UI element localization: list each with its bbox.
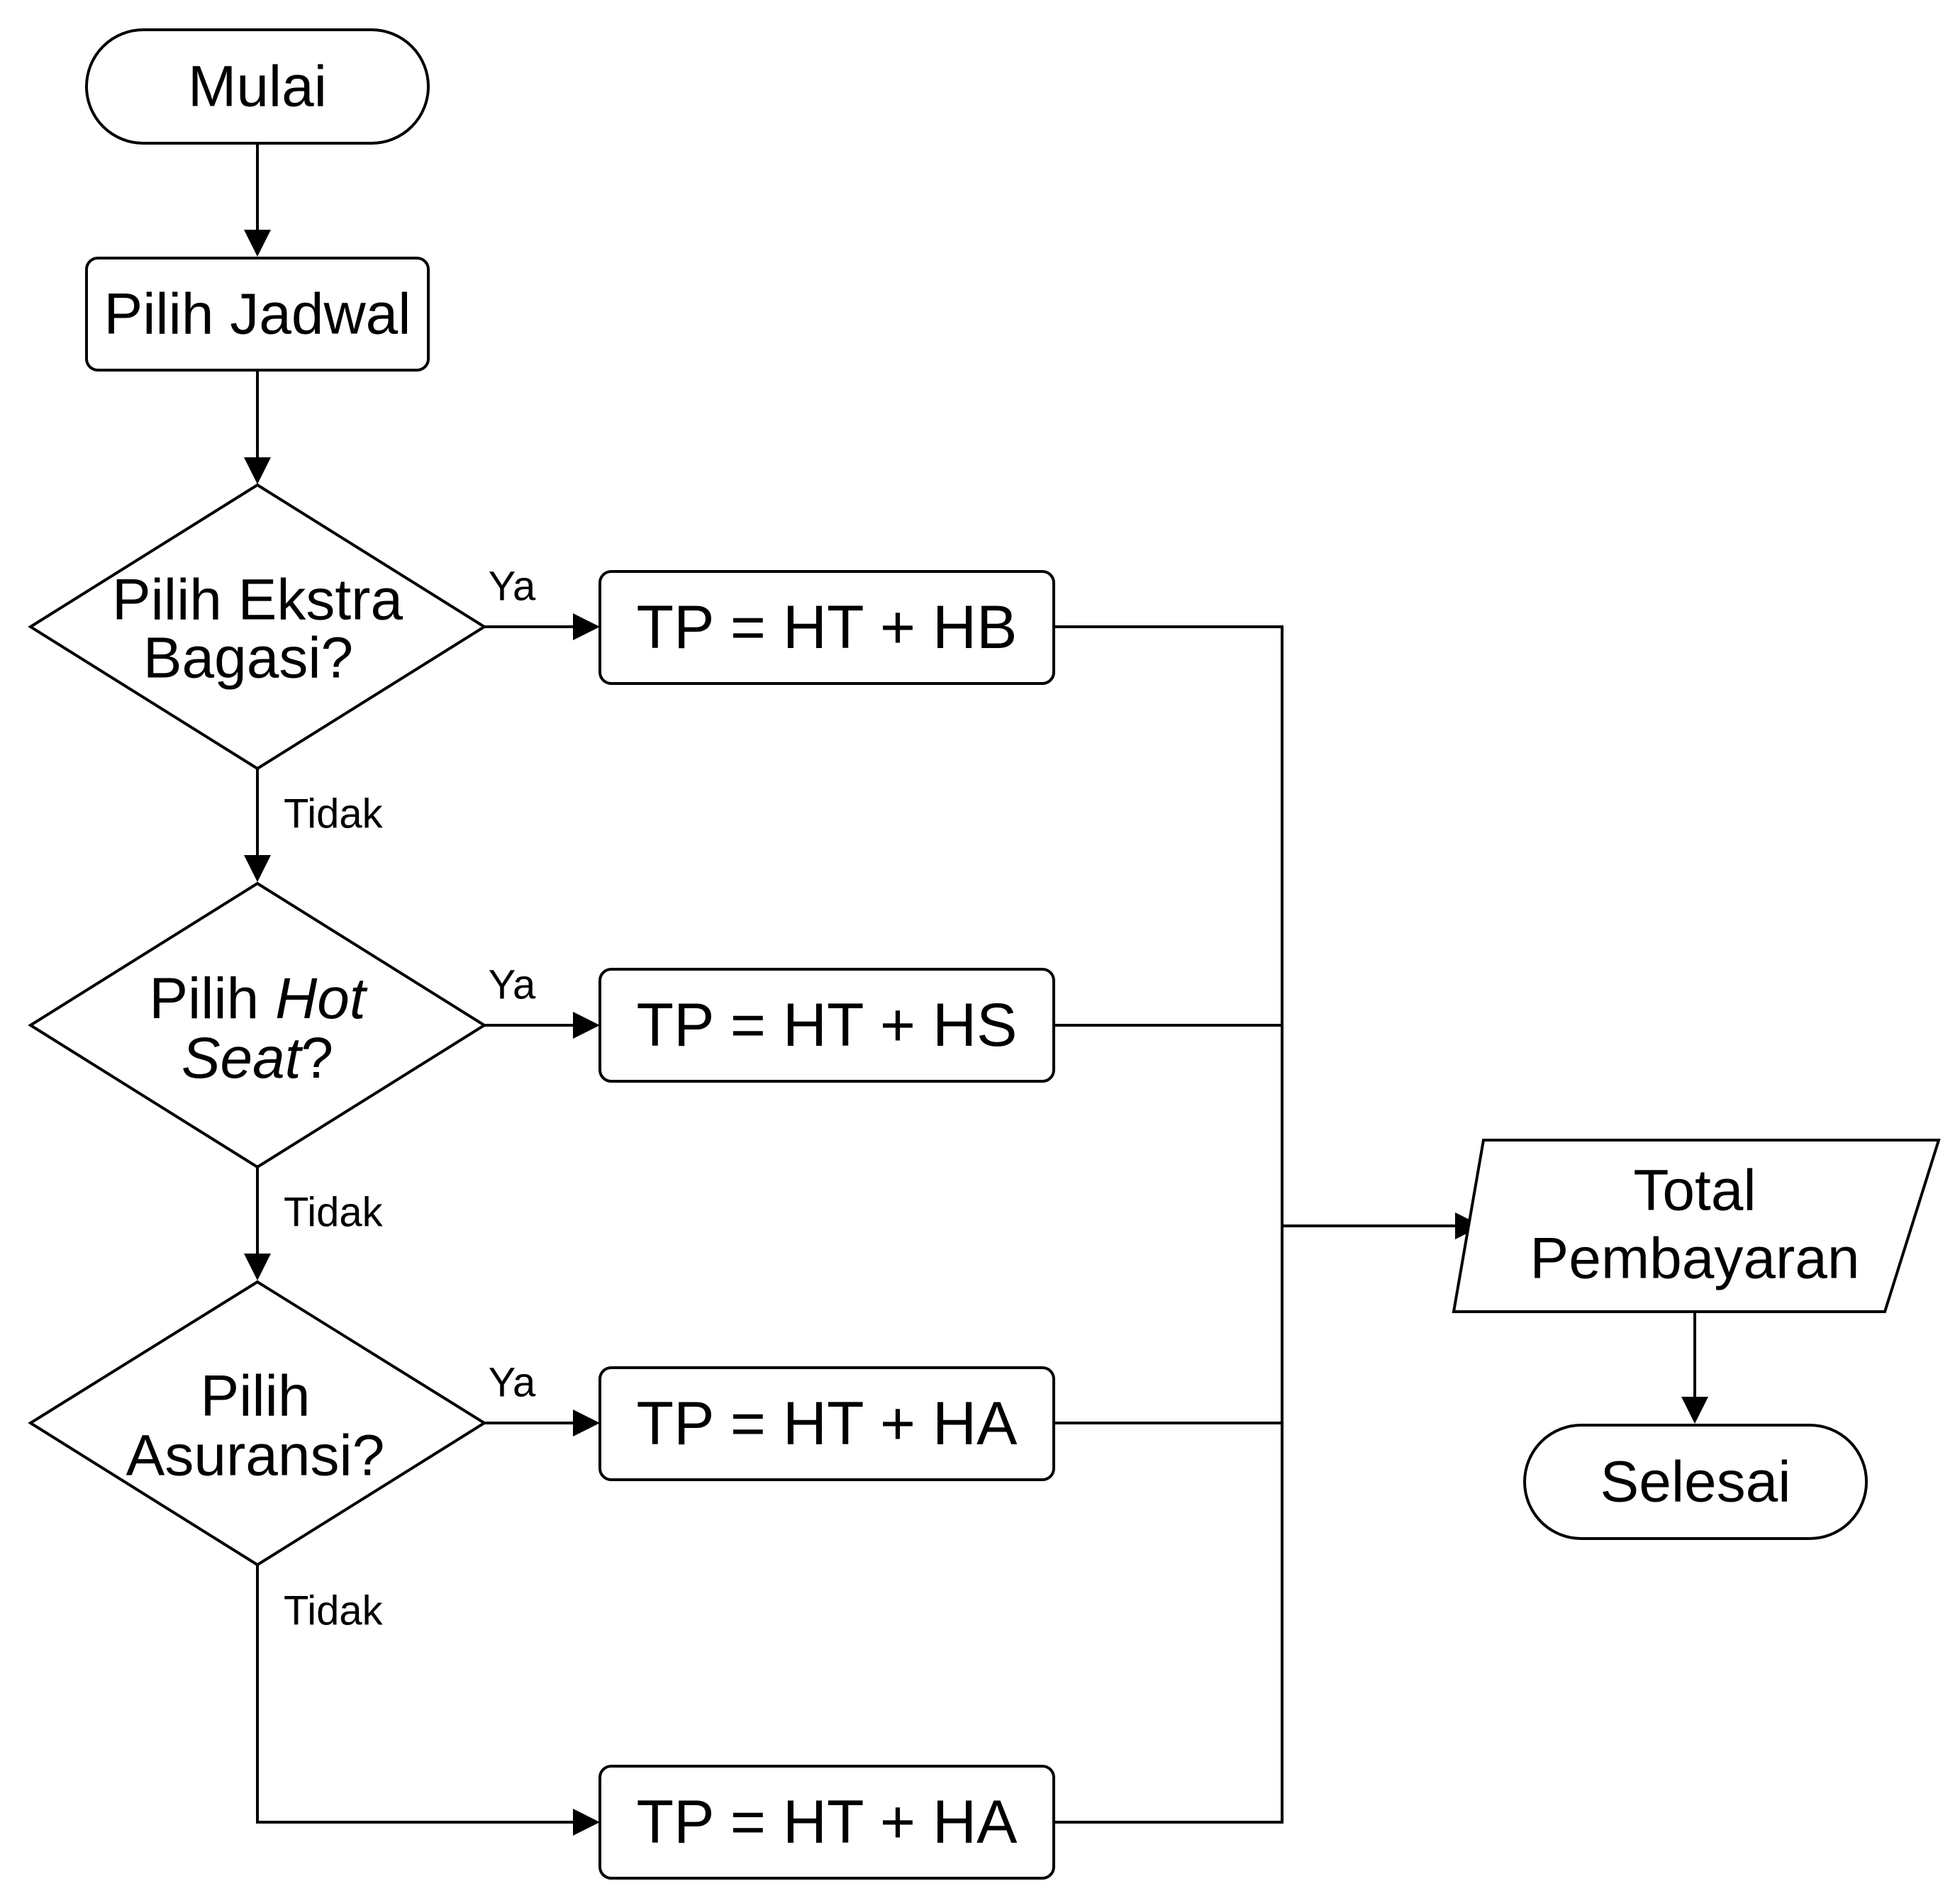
label-no-baggage: Tidak [284, 791, 384, 837]
process-ha-2-label: TP = HT + HA [637, 1788, 1018, 1856]
node-output-total: Total Pembayaran [1452, 1139, 1941, 1313]
output-total-line1: Total [1633, 1159, 1756, 1223]
node-process-ha: TP = HT + HA [598, 1366, 1055, 1481]
node-decision-baggage: Pilih Ekstra Bagasi? [28, 483, 487, 771]
process-hb-shape [598, 570, 1055, 685]
decision-hot-seat-line2-plain: ? [301, 1026, 334, 1090]
process-ha-2-shape [598, 1765, 1055, 1880]
label-yes-insurance: Ya [489, 1360, 536, 1406]
node-decision-hot-seat: Pilih Hot Seat? [28, 881, 487, 1169]
node-choose-schedule: Pilih Jadwal [85, 257, 430, 372]
flowchart-nodes: Mulai Pilih Jadwal Pilih Ekstra Bagasi? … [28, 28, 1941, 1880]
decision-insurance-line1: Pilih [201, 1364, 311, 1429]
decision-hot-seat-line1-italic: Hot [275, 966, 368, 1031]
label-no-hot-seat: Tidak [284, 1190, 384, 1236]
arrowhead-hot-seat-yes [573, 1012, 600, 1039]
arrowhead-hot-seat-no [244, 1254, 271, 1280]
decision-insurance-line2: Asuransi? [126, 1424, 385, 1488]
decision-hot-seat-line1-plain: Pilih [149, 966, 275, 1031]
process-hs-shape [598, 968, 1055, 1083]
process-choose-schedule-shape [85, 257, 430, 372]
output-total-shape [1452, 1139, 1941, 1313]
decision-baggage-shape [28, 483, 487, 771]
node-process-hs: TP = HT + HS [598, 968, 1055, 1083]
decision-hot-seat-line2-italic: Seat [182, 1026, 304, 1090]
process-ha-shape [598, 1366, 1055, 1481]
label-yes-baggage: Ya [489, 564, 536, 610]
arrowhead-start-to-schedule [244, 230, 271, 257]
arrowhead-insurance-no [573, 1809, 600, 1836]
process-ha-label: TP = HT + HA [637, 1390, 1018, 1458]
node-decision-insurance: Pilih Asuransi? [28, 1280, 487, 1567]
flowchart-edges [244, 144, 1708, 1836]
node-start: Mulai [85, 28, 430, 145]
arrowhead-insurance-yes [573, 1410, 600, 1436]
decision-baggage-line1: Pilih Ekstra [112, 568, 403, 632]
label-yes-hot-seat: Ya [489, 962, 536, 1008]
process-hs-label: TP = HT + HS [637, 991, 1018, 1059]
decision-baggage-line2: Bagasi? [143, 626, 353, 691]
node-process-ha-2: TP = HT + HA [598, 1765, 1055, 1880]
node-process-hb: TP = HT + HB [598, 570, 1055, 685]
arrowhead-schedule-to-baggage [244, 457, 271, 484]
terminator-start-shape [85, 28, 430, 145]
arrowhead-baggage-yes [573, 613, 600, 640]
decision-hot-seat-line2: Seat? [182, 1026, 333, 1090]
arrowhead-baggage-no [244, 855, 271, 882]
arrowhead-output-to-end [1681, 1397, 1708, 1424]
output-total-line2: Pembayaran [1530, 1227, 1860, 1291]
edge-insurance-no [256, 1565, 574, 1824]
end-label: Selesai [1600, 1450, 1791, 1514]
start-label: Mulai [188, 55, 327, 119]
decision-insurance-shape [28, 1280, 487, 1567]
label-no-insurance: Tidak [284, 1588, 384, 1634]
decision-hot-seat-line1: Pilih Hot [149, 966, 368, 1031]
process-hb-label: TP = HT + HB [637, 593, 1018, 662]
decision-hot-seat-shape [28, 881, 487, 1169]
flowchart-edge-labels: Ya Tidak Ya Tidak Ya Tidak [284, 564, 536, 1634]
terminator-end-shape [1523, 1424, 1868, 1540]
choose-schedule-label: Pilih Jadwal [104, 282, 411, 347]
node-end: Selesai [1523, 1424, 1868, 1540]
